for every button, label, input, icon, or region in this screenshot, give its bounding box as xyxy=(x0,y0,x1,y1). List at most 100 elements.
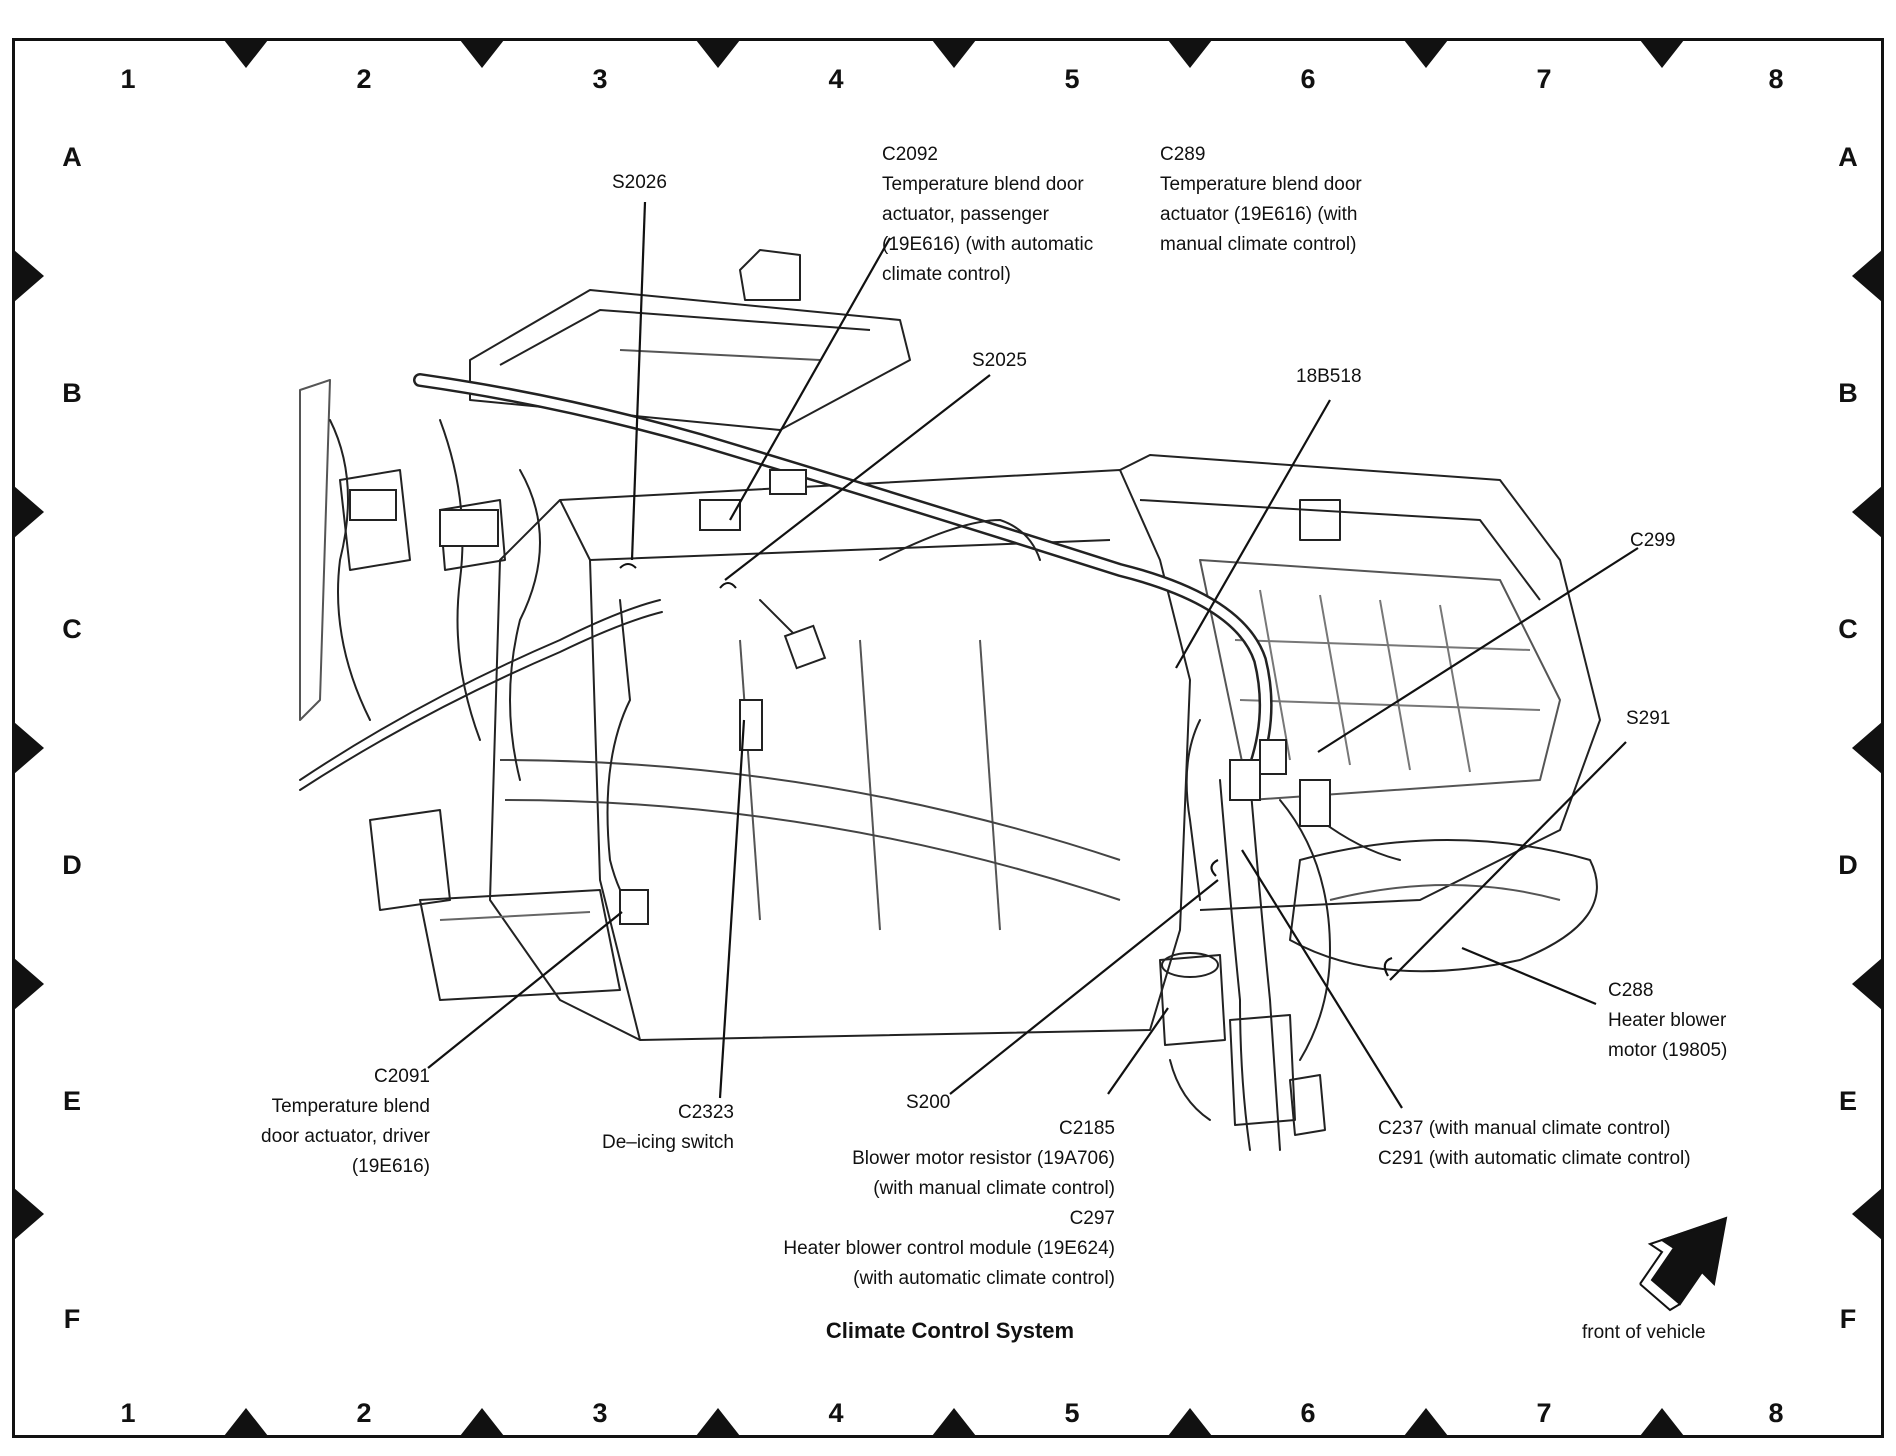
grid-row-left-D: D xyxy=(62,850,82,880)
grid-column-top-8: 8 xyxy=(1768,64,1784,94)
grid-row-left-F: F xyxy=(63,1304,81,1334)
callout-line: C237 (with manual climate control) xyxy=(1378,1118,1671,1139)
grid-tick-bottom xyxy=(460,1408,504,1436)
callout-line: Heater blower control module (19E624) xyxy=(783,1238,1115,1259)
callout-s200: S200 xyxy=(906,1088,950,1118)
grid-row-left-B: B xyxy=(62,378,82,408)
grid-tick-right xyxy=(1852,722,1882,774)
grid-column-bottom-5: 5 xyxy=(1064,1398,1080,1428)
callout-line: Heater blower xyxy=(1608,1010,1727,1031)
callout-line: C2185 xyxy=(1059,1118,1115,1139)
grid-tick-markers xyxy=(14,40,1882,1436)
grid-tick-top xyxy=(1404,40,1448,68)
grid-tick-bottom xyxy=(1168,1408,1212,1436)
callout-line: C2323 xyxy=(678,1102,734,1123)
callout-s2025: S2025 xyxy=(972,346,1027,376)
callout-line: (with automatic climate control) xyxy=(853,1268,1115,1289)
grid-column-bottom-6: 6 xyxy=(1300,1398,1316,1428)
grid-column-top-6: 6 xyxy=(1300,64,1316,94)
callout-line: C2092 xyxy=(882,144,938,165)
grid-row-right-D: D xyxy=(1838,850,1858,880)
grid-tick-top xyxy=(1168,40,1212,68)
callout-c237-c291: C237 (with manual climate control) C291 (… xyxy=(1378,1114,1691,1174)
grid-tick-top xyxy=(1640,40,1684,68)
grid-tick-top xyxy=(932,40,976,68)
grid-tick-right xyxy=(1852,486,1882,538)
callout-line: door actuator, driver xyxy=(261,1126,430,1147)
grid-tick-left xyxy=(14,250,44,302)
wiring-harness-main-inner xyxy=(415,375,1271,785)
callout-line: C291 (with automatic climate control) xyxy=(1378,1148,1691,1169)
callout-leader-lines xyxy=(427,201,1639,1109)
callout-line: actuator (19E616) (with xyxy=(1160,204,1358,225)
grid-tick-left xyxy=(14,486,44,538)
grid-row-left-E: E xyxy=(62,1086,81,1116)
grid-row-left-A: A xyxy=(62,142,82,172)
grid-row-right-C: C xyxy=(1838,614,1858,644)
grid-row-left-C: C xyxy=(62,614,82,644)
callout-line: (19E616) (with automatic xyxy=(882,234,1094,255)
grid-tick-top xyxy=(224,40,268,68)
callout-18b518: 18B518 xyxy=(1296,362,1362,392)
grid-tick-bottom xyxy=(224,1408,268,1436)
grid-row-right-B: B xyxy=(1838,378,1858,408)
callout-line: De–icing switch xyxy=(602,1132,734,1153)
grid-column-top-4: 4 xyxy=(828,64,844,94)
grid-tick-left xyxy=(14,722,44,774)
callout-line: climate control) xyxy=(882,264,1011,285)
front-of-vehicle-arrow-icon xyxy=(1639,1216,1728,1312)
grid-tick-bottom xyxy=(932,1408,976,1436)
diagram-title: Climate Control System xyxy=(825,1318,1075,1343)
callout-line: Blower motor resistor (19A706) xyxy=(852,1148,1115,1169)
grid-column-bottom-2: 2 xyxy=(356,1398,372,1428)
grid-row-right-A: A xyxy=(1838,142,1858,172)
callout-line: Temperature blend door xyxy=(882,174,1084,195)
diagram-frame xyxy=(12,38,1884,1438)
connectors xyxy=(349,469,1331,925)
grid-tick-left xyxy=(14,1188,44,1240)
callout-line: C289 xyxy=(1160,144,1206,165)
callout-line: 18B518 xyxy=(1296,366,1362,387)
callout-s291: S291 xyxy=(1626,704,1670,734)
grid-column-top-3: 3 xyxy=(592,64,608,94)
callout-s2026: S2026 xyxy=(612,168,667,198)
front-of-vehicle-label: front of vehicle xyxy=(1582,1322,1706,1343)
callout-line: Temperature blend xyxy=(271,1096,430,1117)
callout-c299: C299 xyxy=(1630,526,1675,556)
callout-line: C288 xyxy=(1608,980,1654,1001)
callout-line: C2091 xyxy=(374,1066,430,1087)
callout-line: S291 xyxy=(1626,708,1671,729)
grid-tick-right xyxy=(1852,1188,1882,1240)
callout-line: Temperature blend door xyxy=(1160,174,1362,195)
grid-tick-bottom xyxy=(1640,1408,1684,1436)
callout-line: (with manual climate control) xyxy=(873,1178,1115,1199)
callout-line: C299 xyxy=(1630,530,1676,551)
grid-tick-left xyxy=(14,958,44,1010)
grid-tick-top xyxy=(460,40,504,68)
grid-column-bottom-3: 3 xyxy=(592,1398,608,1428)
callout-line: manual climate control) xyxy=(1160,234,1357,255)
grid-column-top-2: 2 xyxy=(356,64,372,94)
grid-tick-top xyxy=(696,40,740,68)
callout-line: C297 xyxy=(1069,1208,1115,1229)
callout-line: actuator, passenger xyxy=(882,204,1049,225)
callout-line: S2025 xyxy=(972,350,1027,371)
wiring-branches xyxy=(299,419,1401,1151)
grid-column-top-7: 7 xyxy=(1536,64,1552,94)
callout-line: S2026 xyxy=(612,172,667,193)
grid-column-bottom-8: 8 xyxy=(1768,1398,1784,1428)
grid-row-right-E: E xyxy=(1838,1086,1857,1116)
grid-tick-bottom xyxy=(696,1408,740,1436)
grid-column-top-5: 5 xyxy=(1064,64,1080,94)
callout-line: (19E616) xyxy=(351,1156,430,1177)
grid-row-right-F: F xyxy=(1839,1304,1857,1334)
grid-column-bottom-4: 4 xyxy=(828,1398,844,1428)
wiring-harness-main xyxy=(413,373,1273,787)
callout-line: S200 xyxy=(906,1092,951,1113)
